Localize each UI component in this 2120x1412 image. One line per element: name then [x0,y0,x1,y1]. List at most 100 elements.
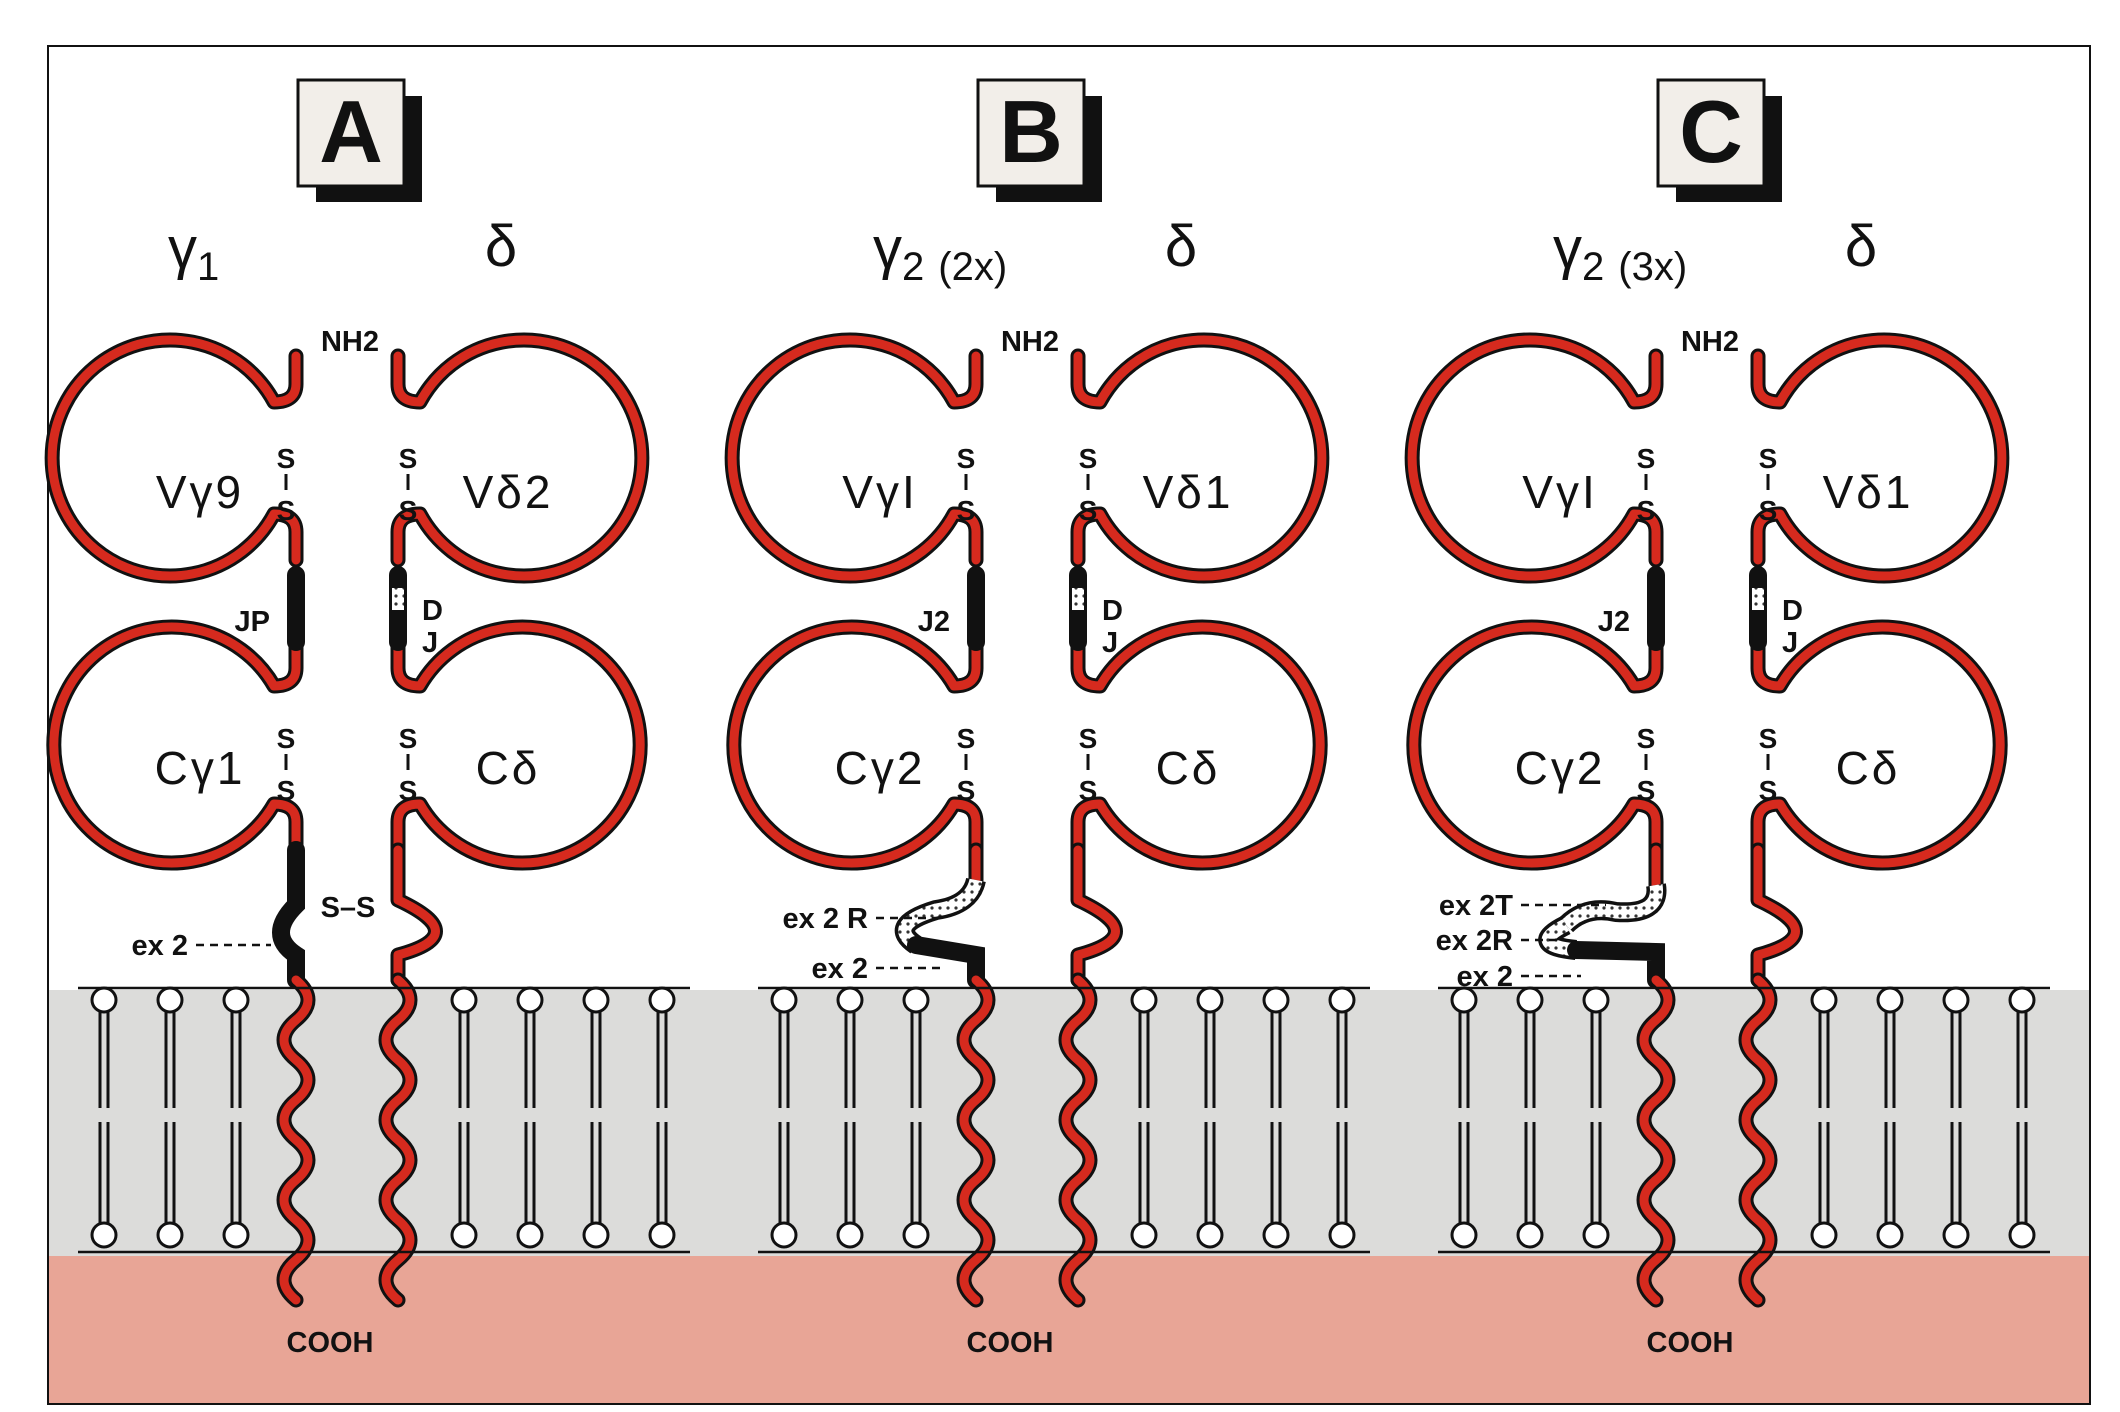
lipid-bilayer-molecule [1450,986,1478,1249]
j-delta-label: J [1782,627,1798,659]
lipid-bilayer-molecule [1876,986,1904,1249]
gamma-connecting-peptide [272,841,305,989]
gamma-chain-title: γ2(3x) [1553,216,1687,289]
gamma-chain-title: γ1 [168,216,219,289]
c-gamma-domain [729,622,981,868]
disulfide-s-top: S [277,443,296,474]
c-gamma-label: Cγ1 [155,742,246,794]
v-delta-domain [1753,335,2007,581]
lipid-bilayer-molecule [648,986,676,1249]
ex2-segment [907,936,985,989]
exon-label: ex 2R [1436,925,1513,957]
disulfide-s-bottom: S [1759,775,1778,806]
delta-transmembrane-tail [381,975,415,1305]
disulfide-s-top: S [957,723,976,754]
exon-label: ex 2 R [783,903,868,935]
lipid-bilayer-molecule [516,986,544,1249]
c-delta-label: Cδ [476,742,541,794]
cooh-terminus-label: COOH [967,1327,1054,1359]
interchain-disulfide-label: S–S [321,892,376,924]
panel-letter-box [976,78,1086,188]
d-delta-segment [1072,588,1084,610]
delta-chain-title: δ [1845,214,1877,279]
c-gamma-label: Cγ2 [835,742,926,794]
delta-chain-title: δ [485,214,517,279]
lipid-bilayer-molecule [1262,986,1290,1249]
exon-label: ex 2T [1439,890,1513,922]
disulfide-s-bottom: S [1759,495,1778,526]
nh2-terminus-label: NH2 [1001,326,1059,358]
d-delta-segment [1752,588,1764,610]
disulfide-s-bottom: S [277,775,296,806]
disulfide-s-bottom: S [399,775,418,806]
panel-letter: A [319,82,383,181]
ex2-segment [1567,941,1665,989]
j-gamma-label: J2 [1598,606,1630,638]
exon-label: ex 2 [812,953,868,985]
panel-letter-box [296,78,406,188]
v-delta-domain [1073,335,1327,581]
ex2t-segment [1561,883,1663,930]
exon-label: ex 2 [132,930,188,962]
v-delta-label: Vδ1 [1143,466,1234,518]
v-gamma-domain [727,335,981,581]
j-gamma-label: J2 [918,606,950,638]
disulfide-s-top: S [1637,723,1656,754]
v-gamma-domain [1407,335,1661,581]
j-gamma-label: JP [235,606,270,638]
d-delta-segment [392,588,404,610]
lipid-bilayer-molecule [90,986,118,1249]
disulfide-s-bottom: S [1079,495,1098,526]
lipid-bilayer-molecule [770,986,798,1249]
delta-transmembrane-tail [1741,975,1775,1305]
disulfide-s-top: S [399,443,418,474]
disulfide-s-bottom: S [1637,775,1656,806]
c-delta-label: Cδ [1156,742,1221,794]
disulfide-s-top: S [957,443,976,474]
disulfide-s-bottom: S [957,775,976,806]
disulfide-s-bottom: S [399,495,418,526]
disulfide-s-top: S [1079,443,1098,474]
disulfide-s-bottom: S [957,495,976,526]
c-delta-domain [393,622,645,868]
c-delta-domain [1753,622,2005,868]
cooh-terminus-label: COOH [287,1327,374,1359]
lipid-bilayer-molecule [902,986,930,1249]
c-delta-label: Cδ [1836,742,1901,794]
ex2r-segment [898,878,983,951]
v-delta-domain [393,335,647,581]
v-delta-label: Vδ1 [1823,466,1914,518]
lipid-bilayer-molecule [1516,986,1544,1249]
lipid-bilayer-molecule [1942,986,1970,1249]
lipid-bilayer-molecule [1328,986,1356,1249]
disulfide-s-bottom: S [1637,495,1656,526]
gamma-chain-title: γ2(2x) [873,216,1007,289]
c-gamma-domain [49,622,301,868]
nh2-terminus-label: NH2 [321,326,379,358]
disulfide-s-top: S [1637,443,1656,474]
v-gamma-label: VγI [842,466,917,518]
c-delta-domain [1073,622,1325,868]
disulfide-s-bottom: S [277,495,296,526]
disulfide-s-top: S [1079,723,1098,754]
gamma-transmembrane-tail [1639,975,1673,1305]
panel-letter: B [999,82,1063,181]
lipid-bilayer-molecule [1582,986,1610,1249]
d-delta-label: D [1102,595,1123,627]
gamma-transmembrane-tail [959,975,993,1305]
gamma-transmembrane-tail [279,975,313,1305]
j-delta-label: J [1102,627,1118,659]
lipid-bilayer-molecule [156,986,184,1249]
delta-transmembrane-tail [1061,975,1095,1305]
v-gamma-label: VγI [1522,466,1597,518]
v-gamma-domain [47,335,301,581]
delta-connecting-peptide [393,845,440,985]
panel-letter: C [1679,82,1743,181]
delta-connecting-peptide [1073,845,1120,985]
lipid-bilayer-molecule [1130,986,1158,1249]
c-gamma-label: Cγ2 [1515,742,1606,794]
v-delta-label: Vδ2 [463,466,554,518]
